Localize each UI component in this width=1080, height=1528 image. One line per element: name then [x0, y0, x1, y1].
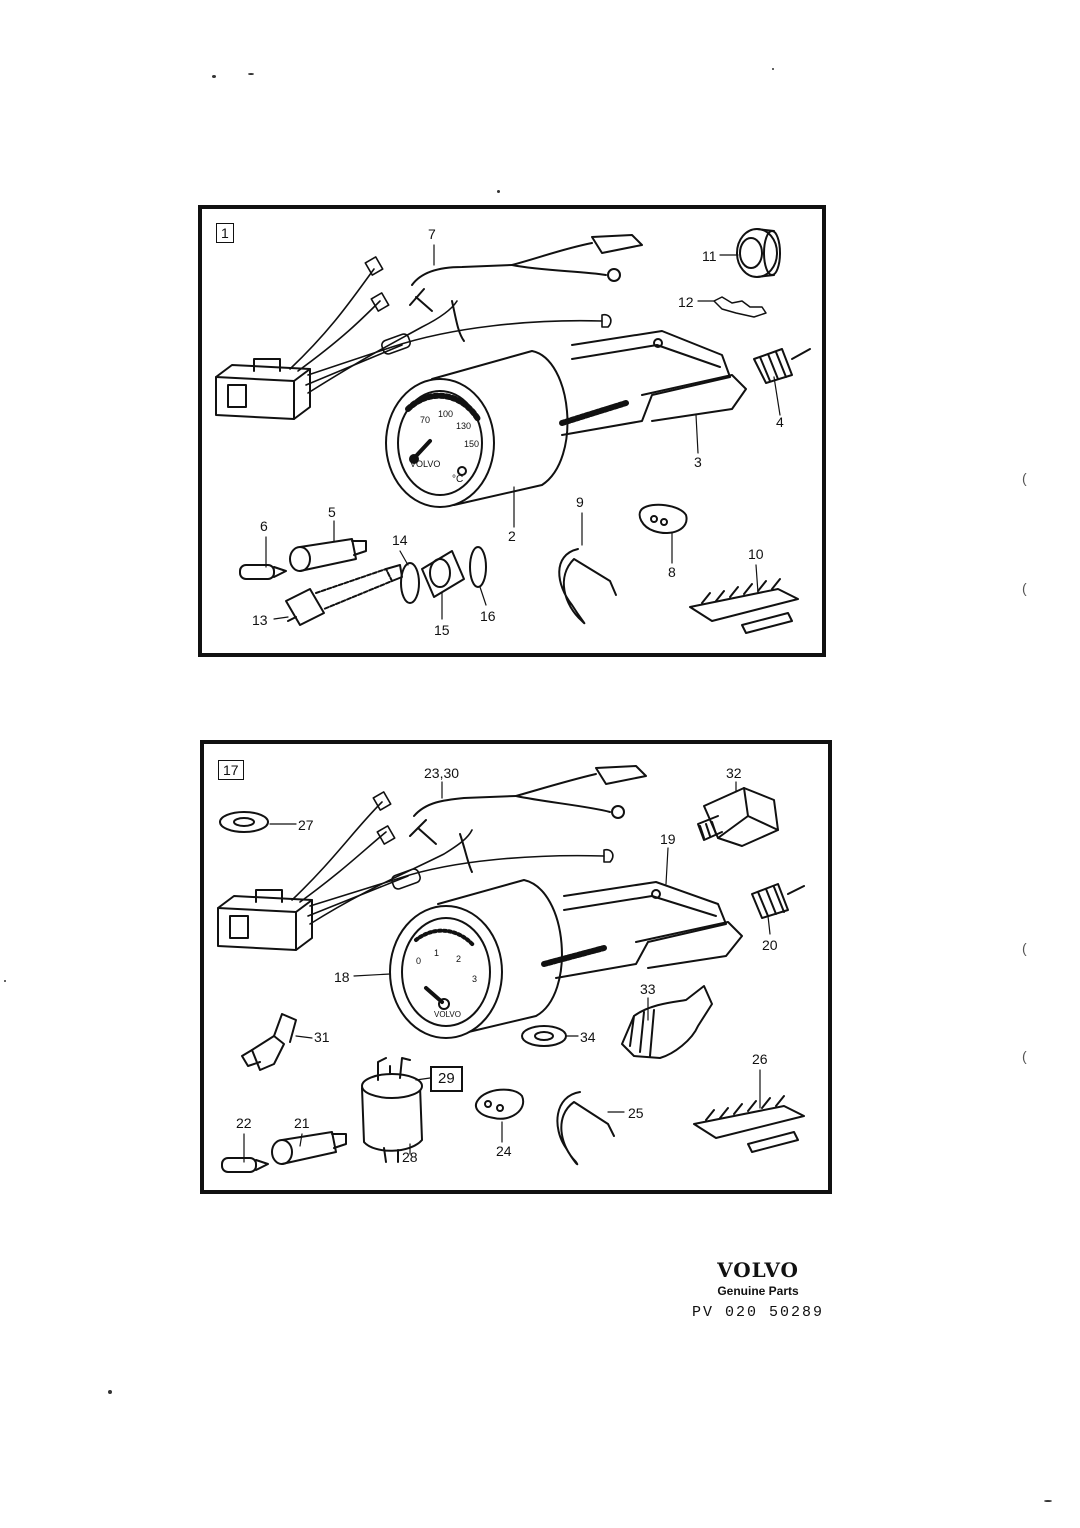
scan-speck	[4, 980, 6, 982]
gauge-scale-mark: 2	[456, 954, 462, 964]
callout-label: 2	[508, 528, 516, 544]
wire-harness	[291, 791, 614, 925]
callout-label: 5	[328, 504, 336, 520]
knurled-nut-item-4	[753, 348, 811, 384]
volvo-logo: VOLVO	[717, 1258, 799, 1282]
washer-item-14	[400, 562, 420, 604]
panel-number-label: 17	[218, 760, 244, 780]
hose-clip-item-9	[558, 548, 617, 625]
callout-label: 4	[776, 414, 784, 430]
callout-label: 24	[496, 1143, 512, 1159]
washer-item-27	[219, 811, 269, 833]
panel-17-illustration	[217, 765, 805, 1173]
rubber-bush-item-8	[638, 503, 688, 534]
scan-speck	[1044, 1500, 1052, 1502]
scan-speck	[772, 68, 774, 70]
terminal-strip-item-26	[693, 1095, 805, 1153]
callout-label: 3	[694, 454, 702, 470]
scan-speck	[497, 190, 500, 193]
gauge-scale-mark: 100	[438, 409, 454, 419]
callout-label: 34	[580, 1029, 596, 1045]
callout-label: 19	[660, 831, 676, 847]
callout-label: 27	[298, 817, 314, 833]
diagram-panel-1: 1 7 11 12 4 3 2 9 8 10 6 5 14 13 15 16 7…	[198, 205, 826, 657]
margin-mark: (	[1022, 580, 1027, 596]
bulb-item-6	[239, 564, 287, 580]
clip-item-12	[713, 296, 767, 318]
genuine-parts-label: Genuine Parts	[717, 1284, 799, 1298]
panel-number-label: 1	[216, 223, 234, 243]
margin-mark: (	[1022, 1048, 1027, 1064]
scan-speck	[108, 1390, 112, 1394]
knurled-nut-item-20	[751, 883, 805, 919]
gauge-scale-mark: 130	[456, 421, 472, 431]
callout-label: 16	[480, 608, 496, 624]
hose-clip-item-25	[556, 1091, 615, 1166]
pressure-gauge-item-18	[389, 879, 607, 1039]
elbow-fitting-item-31	[241, 1013, 297, 1071]
callout-label: 32	[726, 765, 742, 781]
washer-item-16	[469, 546, 487, 588]
callout-label: 9	[576, 494, 584, 510]
leader-lines	[265, 244, 781, 620]
callout-label: 18	[334, 969, 350, 985]
callout-label: 12	[678, 294, 694, 310]
gauge-scale-mark: 3	[472, 974, 478, 984]
cable-item-23-30	[409, 765, 647, 873]
callout-label: 23,30	[424, 765, 460, 781]
part-code: PV 020 50289	[691, 1304, 825, 1321]
gauge-scale-mark: 70	[420, 415, 431, 425]
callout-label: 31	[314, 1029, 330, 1045]
scan-speck	[212, 75, 216, 78]
bracket-item-3	[561, 330, 747, 436]
bulb-holder-item-5	[289, 538, 367, 572]
cable-item-7	[409, 234, 643, 342]
callout-label: 13	[252, 612, 268, 628]
callout-label: 33	[640, 981, 656, 997]
wire-harness	[289, 256, 612, 394]
grommet-item-11	[736, 228, 781, 278]
temperature-gauge-item-2	[385, 350, 629, 508]
temperature-sensor-item-13	[285, 564, 403, 626]
gauge-scale-mark: 1	[434, 948, 440, 958]
callout-label: 11	[702, 248, 717, 264]
bulb-holder-item-21	[271, 1131, 347, 1165]
terminal-strip-item-10	[689, 578, 799, 634]
bulb-item-22	[221, 1157, 269, 1173]
callout-label: 22	[236, 1115, 252, 1131]
callout-label: 15	[434, 622, 450, 638]
rubber-hose-item-33	[621, 985, 713, 1059]
gauge-brand: VOLVO	[410, 459, 441, 469]
gauge-unit: °C	[452, 474, 464, 485]
callout-label: 28	[402, 1149, 418, 1165]
adapter-item-15	[421, 550, 465, 598]
scan-speck	[248, 73, 254, 75]
callout-label: 25	[628, 1105, 644, 1121]
washer-item-34	[521, 1025, 567, 1047]
bracket-item-19	[555, 881, 743, 979]
callout-label: 21	[294, 1115, 310, 1131]
callout-label: 8	[668, 564, 676, 580]
panel-29-box-label: 29	[430, 1066, 463, 1092]
diagram-panel-17: 17 23,30 32 27 19 20 18 33 26 31 34 29 2…	[200, 740, 832, 1194]
margin-mark: (	[1022, 940, 1027, 956]
rubber-bush-item-24	[475, 1088, 525, 1120]
callout-label: 10	[748, 546, 764, 562]
callout-label: 14	[392, 532, 408, 548]
callout-label: 7	[428, 226, 436, 242]
callout-label: 26	[752, 1051, 768, 1067]
gauge-brand: VOLVO	[434, 1010, 461, 1019]
brand-block: VOLVO Genuine Parts PV 020 50289	[688, 1258, 828, 1321]
panel-1-illustration	[215, 228, 811, 634]
callout-label: 6	[260, 518, 268, 534]
gauge-scale-mark: 150	[464, 439, 480, 449]
margin-mark: (	[1022, 470, 1027, 486]
connector-plug	[215, 358, 311, 420]
leader-lines	[243, 781, 771, 1163]
callout-label: 20	[762, 937, 778, 953]
connector-plug	[217, 889, 313, 951]
pressure-sensor-item-28	[361, 1057, 423, 1163]
gauge-scale-mark: 0	[416, 956, 422, 966]
pipe-fitting-item-32	[697, 787, 779, 847]
